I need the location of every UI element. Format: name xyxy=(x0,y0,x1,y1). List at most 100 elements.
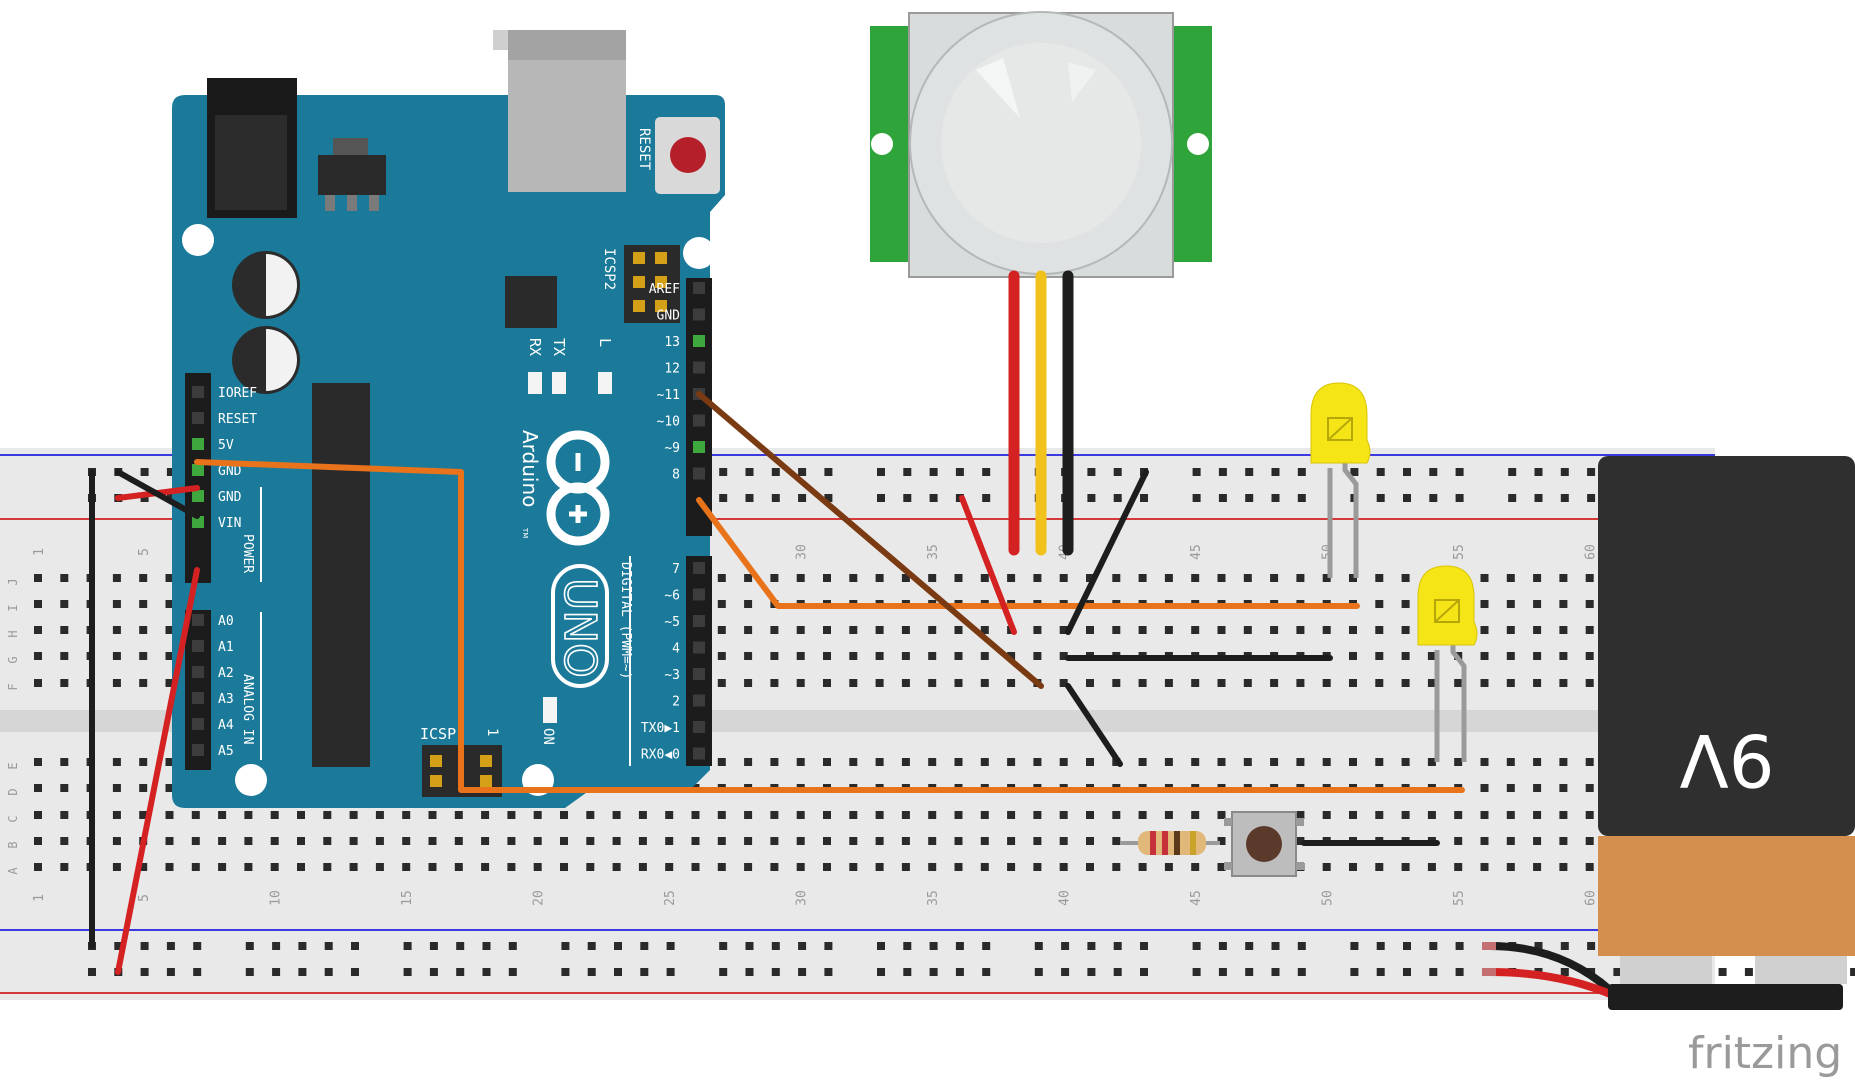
breadboard-hole[interactable] xyxy=(640,942,649,950)
breadboard-hole[interactable] xyxy=(1376,968,1385,976)
breadboard-hole[interactable] xyxy=(1217,837,1226,845)
breadboard-hole[interactable] xyxy=(1033,811,1042,819)
breadboard-hole[interactable] xyxy=(745,968,754,976)
breadboard-hole[interactable] xyxy=(877,494,885,502)
breadboard-hole[interactable] xyxy=(112,574,121,582)
breadboard-hole[interactable] xyxy=(218,811,227,819)
breadboard-hole[interactable] xyxy=(34,626,42,634)
breadboard-hole[interactable] xyxy=(403,968,412,976)
breadboard-hole[interactable] xyxy=(980,758,989,766)
breadboard-hole[interactable] xyxy=(454,863,463,871)
breadboard-hole[interactable] xyxy=(1243,626,1252,634)
breadboard-hole[interactable] xyxy=(1506,811,1515,819)
breadboard-hole[interactable] xyxy=(638,837,647,845)
digital-pin[interactable] xyxy=(693,694,705,707)
breadboard-hole[interactable] xyxy=(112,758,121,766)
breadboard-hole[interactable] xyxy=(34,600,42,608)
breadboard-hole[interactable] xyxy=(60,837,69,845)
breadboard-hole[interactable] xyxy=(614,968,622,976)
breadboard-hole[interactable] xyxy=(901,758,910,766)
breadboard-hole[interactable] xyxy=(771,468,780,476)
breadboard-hole[interactable] xyxy=(1455,942,1464,950)
breadboard-hole[interactable] xyxy=(349,837,358,845)
breadboard-hole[interactable] xyxy=(245,968,254,976)
breadboard-hole[interactable] xyxy=(1297,968,1306,976)
breadboard-hole[interactable] xyxy=(1401,574,1410,582)
breadboard-hole[interactable] xyxy=(1429,468,1438,476)
power-pin[interactable] xyxy=(192,516,204,528)
breadboard-hole[interactable] xyxy=(875,837,884,845)
breadboard-hole[interactable] xyxy=(1508,494,1517,502)
breadboard-hole[interactable] xyxy=(1533,574,1542,582)
breadboard-hole[interactable] xyxy=(980,811,989,819)
breadboard-hole[interactable] xyxy=(1296,679,1305,687)
breadboard-hole[interactable] xyxy=(272,968,281,976)
breadboard-hole[interactable] xyxy=(1401,600,1410,608)
breadboard-hole[interactable] xyxy=(60,626,69,634)
breadboard-hole[interactable] xyxy=(560,863,568,871)
breadboard-hole[interactable] xyxy=(349,863,358,871)
breadboard-hole[interactable] xyxy=(375,863,384,871)
breadboard-hole[interactable] xyxy=(165,811,174,819)
breadboard-hole[interactable] xyxy=(1455,968,1464,976)
breadboard-hole[interactable] xyxy=(139,626,148,634)
breadboard-hole[interactable] xyxy=(955,968,964,976)
breadboard-hole[interactable] xyxy=(1401,626,1410,634)
breadboard-hole[interactable] xyxy=(1191,679,1200,687)
breadboard-hole[interactable] xyxy=(717,679,726,687)
breadboard-hole[interactable] xyxy=(60,863,69,871)
breadboard-hole[interactable] xyxy=(1059,837,1068,845)
breadboard-hole[interactable] xyxy=(60,758,69,766)
breadboard-hole[interactable] xyxy=(1059,679,1068,687)
breadboard-hole[interactable] xyxy=(1401,811,1410,819)
breadboard-hole[interactable] xyxy=(1164,626,1173,634)
breadboard-hole[interactable] xyxy=(796,626,805,634)
breadboard-hole[interactable] xyxy=(875,811,884,819)
breadboard-hole[interactable] xyxy=(824,494,833,502)
breadboard-hole[interactable] xyxy=(1480,679,1489,687)
breadboard-hole[interactable] xyxy=(1217,679,1226,687)
breadboard-hole[interactable] xyxy=(1271,468,1280,476)
power-pin[interactable] xyxy=(192,412,204,424)
breadboard-hole[interactable] xyxy=(796,574,805,582)
breadboard-hole[interactable] xyxy=(1033,574,1042,582)
breadboard-hole[interactable] xyxy=(1403,968,1411,976)
breadboard-hole[interactable] xyxy=(1376,942,1385,950)
breadboard-hole[interactable] xyxy=(112,600,121,608)
breadboard-hole[interactable] xyxy=(88,968,96,976)
breadboard-hole[interactable] xyxy=(744,600,753,608)
breadboard-hole[interactable] xyxy=(1191,574,1200,582)
breadboard-hole[interactable] xyxy=(112,626,121,634)
breadboard-hole[interactable] xyxy=(1375,626,1384,634)
breadboard-hole[interactable] xyxy=(823,811,831,819)
push-button[interactable] xyxy=(1224,811,1304,877)
breadboard-hole[interactable] xyxy=(1086,837,1094,845)
breadboard-hole[interactable] xyxy=(745,494,754,502)
breadboard-hole[interactable] xyxy=(1587,468,1596,476)
breadboard-hole[interactable] xyxy=(60,652,69,660)
breadboard-hole[interactable] xyxy=(1506,837,1515,845)
breadboard-hole[interactable] xyxy=(1506,574,1515,582)
digital-pin[interactable] xyxy=(693,308,705,321)
breadboard-hole[interactable] xyxy=(165,574,174,582)
breadboard-hole[interactable] xyxy=(1322,679,1331,687)
breadboard-hole[interactable] xyxy=(1164,811,1173,819)
breadboard-hole[interactable] xyxy=(323,837,332,845)
breadboard-hole[interactable] xyxy=(1480,811,1489,819)
breadboard-hole[interactable] xyxy=(903,468,912,476)
breadboard-hole[interactable] xyxy=(1034,968,1043,976)
breadboard-hole[interactable] xyxy=(1403,468,1411,476)
breadboard-hole[interactable] xyxy=(533,863,542,871)
reset-button-cap[interactable] xyxy=(670,137,706,173)
breadboard-hole[interactable] xyxy=(849,863,858,871)
breadboard-hole[interactable] xyxy=(1506,679,1515,687)
breadboard-hole[interactable] xyxy=(982,942,991,950)
breadboard-hole[interactable] xyxy=(297,811,305,819)
breadboard-hole[interactable] xyxy=(929,968,938,976)
breadboard-hole[interactable] xyxy=(1112,811,1121,819)
breadboard-hole[interactable] xyxy=(1349,626,1357,634)
breadboard-hole[interactable] xyxy=(34,837,42,845)
breadboard-hole[interactable] xyxy=(1296,837,1305,845)
breadboard-hole[interactable] xyxy=(954,679,963,687)
breadboard-hole[interactable] xyxy=(1349,679,1357,687)
